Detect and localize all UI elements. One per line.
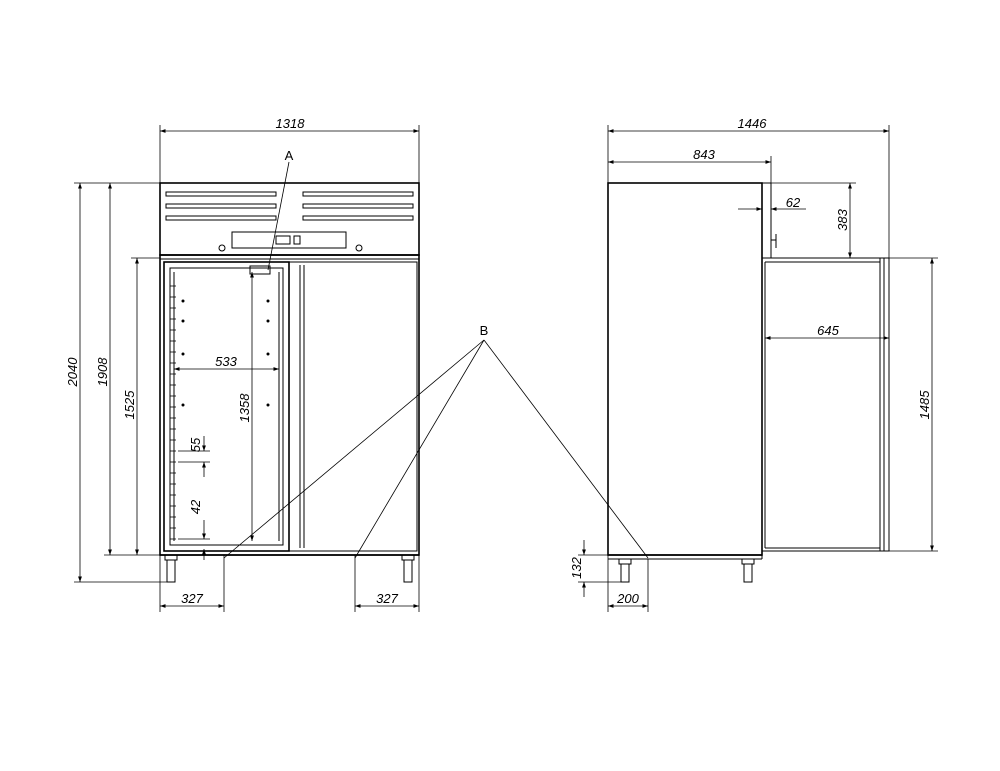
evaporator-block xyxy=(249,265,271,275)
dim-rail-gap: 42 xyxy=(188,499,203,514)
side-view: 1446 843 62 383 645 1485 132 200 xyxy=(569,116,938,612)
dim-depth-body: 843 xyxy=(693,147,715,162)
dim-leg-right: 327 xyxy=(376,591,398,606)
dim-door-depth: 645 xyxy=(817,323,839,338)
dim-width: 1318 xyxy=(276,116,306,131)
front-legs xyxy=(164,554,415,583)
dim-height-total: 2040 xyxy=(65,357,80,388)
vent-slots-left xyxy=(165,191,277,221)
closed-door xyxy=(288,261,418,552)
dim-door-height: 1485 xyxy=(917,390,932,420)
dim-handle-depth: 62 xyxy=(786,195,801,210)
tray-rails xyxy=(170,285,176,540)
dim-rail-pitch: 55 xyxy=(188,437,203,452)
dim-height-door: 1525 xyxy=(122,390,137,420)
side-legs xyxy=(618,558,755,583)
dim-depth-total: 1446 xyxy=(738,116,768,131)
label-b-callout: B xyxy=(223,323,649,559)
switch-icon xyxy=(293,235,301,245)
support-dots xyxy=(181,299,270,407)
open-door-frame xyxy=(163,261,290,552)
label-a: A xyxy=(285,148,294,163)
dim-inner-width: 533 xyxy=(215,354,237,369)
screw-icon xyxy=(355,244,363,252)
display-icon xyxy=(275,235,291,245)
dim-leg-left: 327 xyxy=(181,591,203,606)
side-body xyxy=(607,182,763,556)
vent-slots-right xyxy=(302,191,414,221)
side-open-door xyxy=(761,257,881,552)
label-b: B xyxy=(480,323,489,338)
dim-leg-offset: 200 xyxy=(616,591,639,606)
dim-leg-height: 132 xyxy=(569,556,584,578)
control-panel xyxy=(231,231,347,249)
dim-height-body: 1908 xyxy=(95,357,110,387)
dim-top-height: 383 xyxy=(835,208,850,230)
screw-icon xyxy=(218,244,226,252)
side-top-hinge xyxy=(761,182,772,259)
dim-inner-height: 1358 xyxy=(237,393,252,423)
front-view: 1318 2040 1908 1525 533 1358 55 42 xyxy=(65,116,420,612)
